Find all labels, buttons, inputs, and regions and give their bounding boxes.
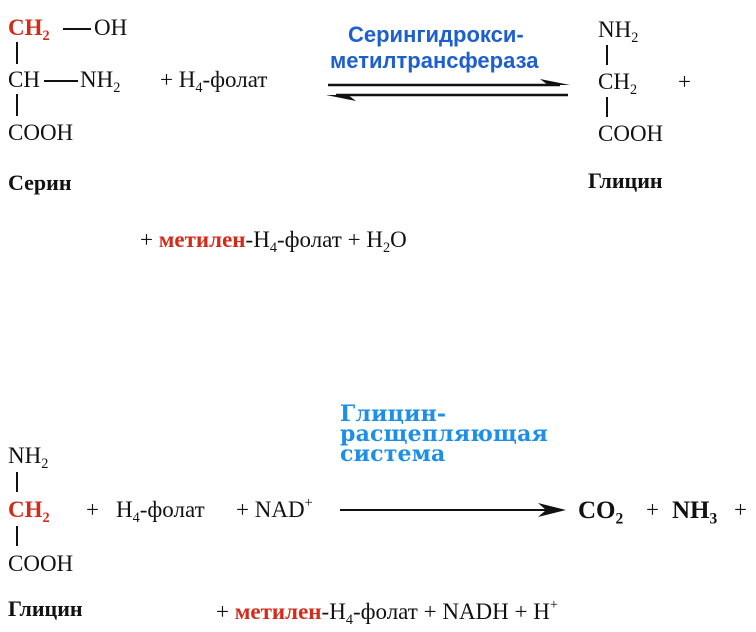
serine-nh2-sub: 2	[113, 79, 121, 96]
enzyme-2-line-2: расщепляющая	[340, 421, 548, 447]
enzyme-1-line-1: Серингидрокси-	[348, 22, 524, 47]
r2-co2-text: CO	[578, 497, 616, 524]
serine-nh2-text: NH	[80, 67, 114, 92]
serine-cooh: COOH	[8, 120, 74, 145]
r2-plus3: +	[734, 497, 747, 522]
serine-bond-1	[16, 42, 18, 64]
r1-h4-sub: 4	[195, 79, 203, 96]
r1-sl-folate: -фолат	[276, 227, 342, 252]
serine-ch2-sub: 2	[42, 27, 50, 44]
serine-name: Серин	[8, 170, 72, 195]
r2-folate-text: -фолат	[139, 497, 205, 522]
glycine-2-ch2-sub: 2	[42, 509, 50, 526]
enzyme-1-line-2: метилтрансфераза	[330, 48, 539, 73]
r2-nh3-sub: 3	[709, 510, 718, 528]
glycine-1-name: Глицин	[588, 168, 663, 193]
r1-sl-plus2: +	[347, 227, 361, 252]
r2-sl-h4: -H	[321, 599, 346, 624]
glycine-1-ch2-text: CH	[598, 69, 630, 94]
r2-sl-nadh-sup: +	[549, 597, 558, 614]
r2-sl-plus2: +	[423, 599, 437, 624]
r2-h4-sub: 4	[132, 509, 140, 526]
glycine-1-bond-1	[606, 45, 608, 65]
glycine-2-name: Глицин	[8, 596, 83, 621]
r2-nad: + NAD+	[236, 495, 313, 522]
r2-h4-folate: H4-фолат	[116, 497, 205, 525]
r2-sl-methylene: метилен	[234, 599, 322, 624]
r2-nh3-text: NH	[672, 497, 710, 524]
serine-bond-2	[16, 94, 18, 116]
r2-plus2: +	[646, 497, 659, 522]
r2-sl-h4-sub: 4	[345, 611, 353, 628]
glycine-1-nh2-sub: 2	[631, 29, 639, 46]
r2-nh3: NH3	[672, 497, 717, 527]
glycine-2-ch2-text: CH	[8, 497, 43, 522]
glycine-2-nh2-text: NH	[8, 443, 42, 468]
glycine-2-ch2: CH2	[8, 497, 50, 525]
glycine-1-ch2: CH2	[598, 69, 637, 97]
glycine-2-nh2: NH2	[8, 443, 48, 471]
glycine-2-nh2-sub: 2	[41, 455, 49, 472]
r1-plus-h4-folate: + H4-фолат	[160, 67, 268, 95]
glycine-1-cooh: COOH	[598, 121, 664, 146]
r1-plus-end: +	[678, 69, 691, 94]
glycine-1-nh2-text: NH	[598, 17, 632, 42]
r2-sl-folate: -фолат	[352, 599, 418, 624]
r1-sl-methylene: метилен	[158, 227, 246, 252]
r1-sl-h2o-h: H	[366, 227, 383, 252]
enzyme-2-line-3: система	[340, 441, 446, 467]
serine-oh: OH	[94, 15, 128, 40]
r2-nad-sup: +	[304, 495, 313, 512]
glycine-1-nh2: NH2	[598, 17, 638, 45]
r1-folate-text: -фолат	[202, 67, 268, 92]
glycine-2-bond-2	[16, 526, 18, 546]
r2-nad-text: + NAD	[236, 497, 305, 522]
r2-plus1: +	[86, 497, 99, 522]
r1-sl-h2o-sub: 2	[382, 239, 391, 256]
serine-nh2: NH2	[80, 67, 120, 95]
r2-h4-text: H	[116, 497, 133, 522]
r1-second-line: + метилен-H4-фолат + H2O	[140, 227, 407, 255]
r2-sl-nadh: NADH + H	[442, 599, 550, 624]
serine-ch2: CH2	[8, 15, 50, 43]
glycine-1-bond-2	[606, 97, 608, 117]
r1-sl-plus1: +	[140, 227, 153, 252]
serine-ch: CH	[8, 67, 40, 92]
enzyme-2-line-1: Глицин-	[340, 401, 447, 427]
r1-plus-h4-text: + H	[160, 67, 196, 92]
serine-bond-nh2	[44, 80, 78, 82]
r1-sl-h4: -H	[245, 227, 270, 252]
r2-co2: CO2	[578, 497, 623, 527]
r1-sl-h2o-o: O	[390, 227, 407, 252]
r2-second-line: + метилен-H4-фолат + NADH + H+	[216, 597, 558, 627]
r2-sl-plus1: +	[216, 599, 229, 624]
glycine-1-ch2-sub: 2	[629, 81, 638, 98]
serine-bond-oh	[63, 28, 91, 30]
serine-ch2-text: CH	[8, 15, 43, 40]
r2-co2-sub: 2	[615, 510, 624, 528]
glycine-2-cooh: COOH	[8, 551, 74, 576]
glycine-2-bond-1	[16, 472, 18, 492]
r1-sl-h4-sub: 4	[269, 239, 277, 256]
